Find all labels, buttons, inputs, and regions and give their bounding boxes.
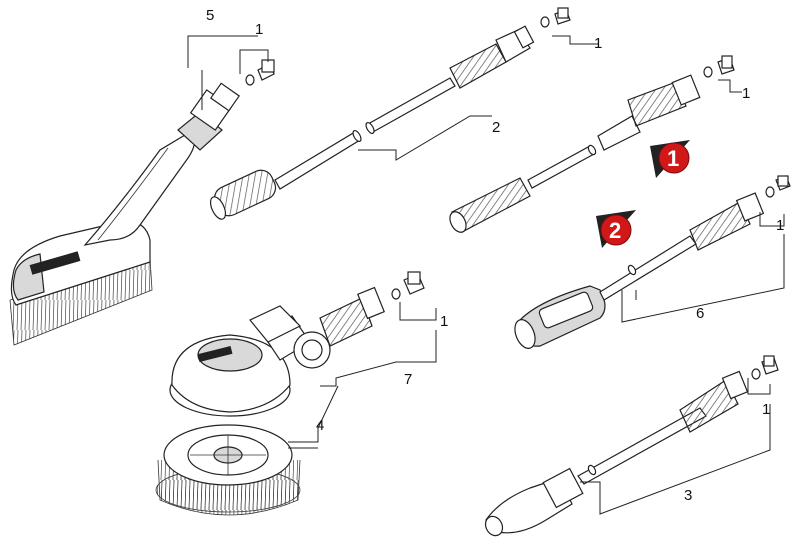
callout-extension-seal: 1 bbox=[594, 35, 602, 52]
callout-brush-group: 5 bbox=[206, 7, 214, 24]
callout-nozzle-group: 3 bbox=[684, 487, 692, 504]
callout-brush-head: 4 bbox=[316, 417, 324, 434]
callout-extension-lance: 2 bbox=[492, 119, 500, 136]
callout-nozzle-seal: 1 bbox=[762, 401, 770, 418]
badge-1: 1 bbox=[650, 140, 690, 178]
badge-1-label: 1 bbox=[667, 146, 679, 171]
callout-rotary-brush-group: 7 bbox=[404, 371, 412, 388]
leader-lines bbox=[187, 35, 785, 515]
callout-rotary-brush-seal: 1 bbox=[440, 313, 448, 330]
rotary-brush-assembly bbox=[155, 271, 425, 516]
badge-2-label: 2 bbox=[609, 218, 621, 243]
callout-lance-b-group: 6 bbox=[696, 305, 704, 322]
lance-a-assembly bbox=[449, 55, 735, 233]
callout-lance-a-seal: 1 bbox=[742, 85, 750, 102]
badge-2-circle bbox=[600, 214, 632, 246]
badge-2: 2 bbox=[596, 210, 636, 248]
nozzle-lance-assembly bbox=[484, 355, 779, 537]
lance-b-assembly bbox=[514, 175, 791, 349]
callout-labels: 5 1 2 1 1 1 6 1 7 4 1 3 bbox=[206, 7, 784, 504]
callout-lance-b-seal: 1 bbox=[776, 217, 784, 234]
wash-brush-assembly bbox=[9, 59, 275, 346]
extension-lance-assembly bbox=[209, 7, 571, 220]
callout-brush-seal: 1 bbox=[255, 21, 263, 38]
badge-1-circle bbox=[658, 142, 690, 174]
